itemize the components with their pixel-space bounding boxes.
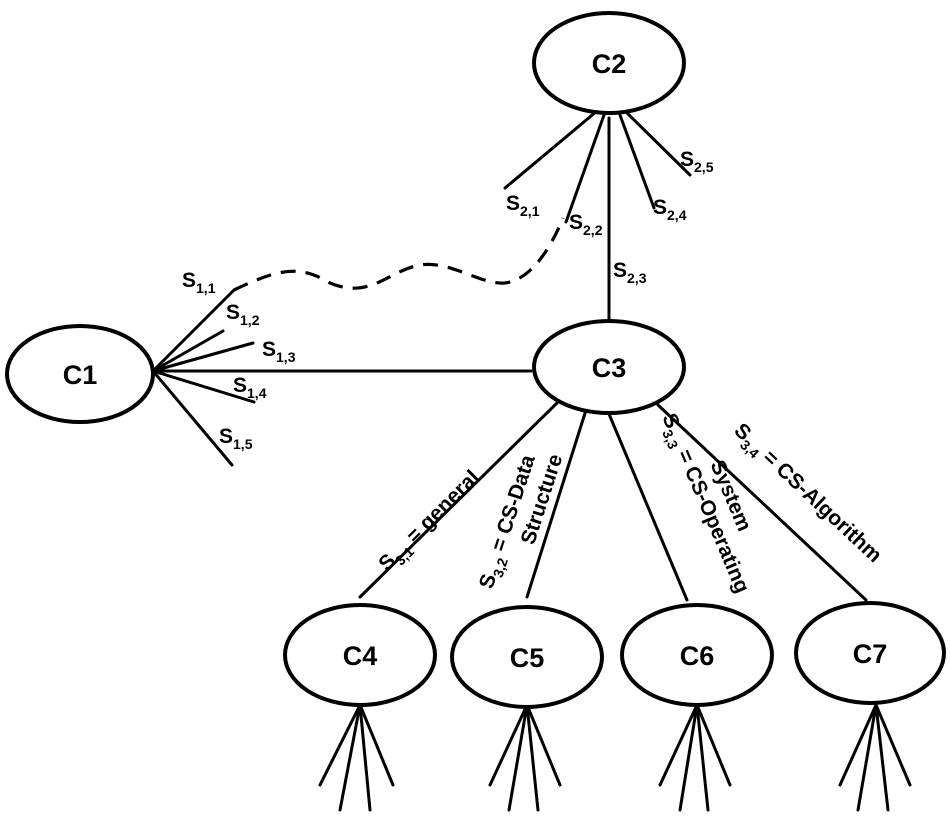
- label-s1-4: S1,4: [233, 374, 267, 401]
- label-s2-2: S2,2: [569, 211, 603, 238]
- label-s1-3-main: S: [262, 338, 276, 361]
- edge-s2-1: [503, 109, 599, 190]
- label-s3-2: S3,2 = CS-Data Structure: [475, 451, 567, 591]
- label-s1-1: S1,1: [182, 269, 216, 296]
- label-s2-5: S2,5: [680, 148, 714, 175]
- c7-fan-line: [856, 703, 878, 812]
- label-s3-2-main: S: [475, 571, 501, 591]
- label-s2-5-main: S: [680, 148, 694, 171]
- c7-fan-line: [838, 703, 878, 787]
- label-s3-2-sub: 3,2: [490, 556, 511, 580]
- c6-fan-line: [678, 703, 699, 812]
- label-s3-3-sub: 3,3: [659, 427, 681, 451]
- node-c5-shape: [450, 605, 604, 709]
- node-c1-shape: [5, 324, 155, 424]
- node-c6-label: C6: [680, 641, 715, 671]
- c6-fan-line: [658, 703, 699, 787]
- label-s1-5: S1,5: [219, 425, 253, 452]
- label-s2-5-sub: 2,5: [694, 159, 714, 175]
- c4-fan-line: [358, 703, 395, 787]
- c5-fanout: [488, 703, 562, 812]
- edge-s2-5: [623, 109, 692, 177]
- node-c7: C7: [794, 601, 946, 705]
- node-c1-label: C1: [63, 360, 98, 390]
- node-c5-label: C5: [510, 643, 545, 673]
- c2-branches: [503, 109, 692, 224]
- label-s1-2-sub: 1,2: [240, 312, 260, 328]
- edge-s1-1: [151, 288, 236, 373]
- node-c5: C5: [450, 605, 604, 709]
- edge-s2-2: [564, 113, 606, 224]
- edge-s1-4: [151, 369, 256, 404]
- c6-fanout: [658, 703, 732, 812]
- label-s1-5-main: S: [219, 425, 233, 448]
- label-s2-1-sub: 2,1: [520, 203, 540, 219]
- node-c2: C2: [532, 11, 686, 115]
- c7-fanout: [838, 703, 912, 812]
- label-s2-1-main: S: [506, 192, 520, 215]
- dashed-link-s1-1-s2-2: [233, 217, 565, 292]
- node-c6: C6: [620, 603, 774, 707]
- c3-branches: [358, 400, 868, 602]
- edge-s2-4: [618, 113, 656, 210]
- edge-s1-2: [151, 329, 225, 373]
- node-c2-label: C2: [592, 49, 627, 79]
- c5-fan-line: [525, 703, 562, 787]
- c4-fanout: [318, 703, 395, 812]
- label-s2-1: S2,1: [506, 192, 540, 219]
- c5-fan-line: [507, 703, 529, 812]
- edge-c3-c5: [525, 408, 588, 599]
- c4-fan-line: [358, 703, 372, 812]
- label-s1-3: S1,3: [262, 338, 296, 365]
- node-c1: C1: [5, 324, 155, 424]
- label-s1-1-main: S: [182, 269, 196, 292]
- node-c4: C4: [283, 603, 437, 707]
- c5-fan-line: [488, 703, 529, 787]
- label-s1-2-main: S: [226, 301, 240, 324]
- node-c3: C3: [532, 319, 686, 415]
- node-c6-shape: [620, 603, 774, 707]
- node-c7-shape: [794, 601, 946, 705]
- label-s3-4: S3,4 = CS-Algorithm: [727, 419, 886, 570]
- node-c3-shape: [532, 319, 686, 415]
- label-s2-2-sub: 2,2: [583, 222, 603, 238]
- edge-s1-5: [151, 369, 234, 467]
- label-s1-2: S1,2: [226, 301, 260, 328]
- node-c4-label: C4: [343, 641, 378, 671]
- c6-fan-line: [695, 703, 710, 812]
- label-s1-3-sub: 1,3: [276, 349, 296, 365]
- edge-s1-3: [151, 341, 255, 373]
- label-s2-3-sub: 2,3: [627, 270, 647, 286]
- label-s1-5-sub: 1,5: [233, 436, 253, 452]
- c7-fan-line: [874, 703, 912, 787]
- label-s2-3: S2,3: [613, 259, 647, 286]
- label-s1-1-sub: 1,1: [196, 280, 216, 296]
- label-s2-4: S2,4: [653, 196, 687, 223]
- node-c2-shape: [532, 11, 686, 115]
- c7-fan-line: [874, 703, 890, 812]
- edge-c3-c6: [607, 412, 689, 602]
- label-s1-4-sub: 1,4: [247, 385, 267, 401]
- label-s2-4-main: S: [653, 196, 667, 219]
- label-s2-3-main: S: [613, 259, 627, 282]
- node-c4-shape: [283, 603, 437, 707]
- c1-branches: [151, 288, 256, 467]
- label-s1-4-main: S: [233, 374, 247, 397]
- label-s3-1: S3,1 = general: [374, 466, 487, 579]
- c4-fan-line: [318, 703, 362, 787]
- label-s2-4-sub: 2,4: [667, 207, 687, 223]
- c5-fan-line: [525, 703, 540, 812]
- edge-c3-c7: [656, 403, 868, 602]
- node-c7-label: C7: [853, 639, 888, 669]
- edge-c3-c4: [358, 400, 560, 599]
- c4-fan-line: [338, 703, 362, 812]
- label-s3-4-text: = CS-Algorithm: [754, 442, 886, 567]
- c6-fan-line: [695, 703, 732, 787]
- node-c3-label: C3: [592, 353, 627, 383]
- label-s3-1-text: = general: [398, 466, 484, 552]
- label-s2-2-main: S: [569, 211, 583, 234]
